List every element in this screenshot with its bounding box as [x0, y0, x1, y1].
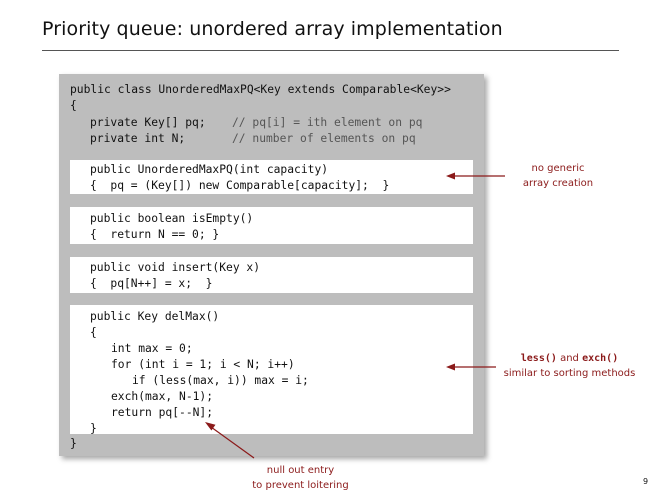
field-pq-comment: // pq[i] = ith element on pq [232, 116, 423, 129]
delmax-open-brace: { [90, 326, 97, 339]
delmax-signature: public Key delMax() [90, 310, 220, 323]
annotation-less-code: less() [520, 353, 557, 364]
delmax-line-return: return pq[--N]; [111, 406, 214, 419]
annotation-and-word: and [560, 353, 579, 364]
slide-title: Priority queue: unordered array implemen… [42, 18, 503, 40]
annotation-sorting-line: similar to sorting methods [503, 368, 636, 379]
class-open-brace: { [70, 99, 77, 112]
annotation-generic-array: no generic array creation [508, 161, 608, 191]
page-number: 9 [643, 477, 649, 486]
annotation-loiter-line2: to prevent loitering [252, 480, 349, 491]
field-n-comment: // number of elements on pq [232, 132, 416, 145]
isempty-signature: public boolean isEmpty() [90, 212, 254, 225]
delmax-line-max: int max = 0; [111, 342, 193, 355]
annotation-loiter-line1: null out entry [266, 465, 335, 476]
insert-signature: public void insert(Key x) [90, 261, 261, 274]
isempty-box [70, 207, 473, 244]
title-rule [42, 50, 619, 51]
class-declaration: public class UnorderedMaxPQ<Key extends … [70, 83, 451, 96]
delmax-line-exch: exch(max, N-1); [111, 390, 214, 403]
class-close-brace: } [70, 437, 77, 450]
delmax-line-if: if (less(max, i)) max = i; [132, 374, 309, 387]
constructor-signature: public UnorderedMaxPQ(int capacity) [90, 163, 329, 176]
constructor-body: { pq = (Key[]) new Comparable[capacity];… [90, 179, 390, 192]
field-n: private int N; [90, 132, 186, 145]
arrow-sorting-head [446, 363, 455, 371]
isempty-body: { return N == 0; } [90, 228, 220, 241]
arrow-generic-head [446, 172, 455, 180]
constructor-box [70, 160, 473, 194]
annotation-sorting: less() and exch() similar to sorting met… [497, 351, 642, 381]
delmax-close-brace: } [90, 422, 97, 435]
delmax-box [70, 305, 473, 434]
annotation-generic-line1: no generic [531, 163, 585, 174]
arrow-loitering [210, 426, 255, 459]
insert-box [70, 257, 473, 293]
annotation-loitering: null out entry to prevent loitering [238, 463, 363, 493]
field-pq: private Key[] pq; [90, 116, 206, 129]
annotation-exch-code: exch() [582, 353, 619, 364]
arrow-loitering-head [205, 422, 216, 431]
insert-body: { pq[N++] = x; } [90, 277, 213, 290]
annotation-generic-line2: array creation [522, 178, 594, 189]
delmax-line-for: for (int i = 1; i < N; i++) [111, 358, 295, 371]
